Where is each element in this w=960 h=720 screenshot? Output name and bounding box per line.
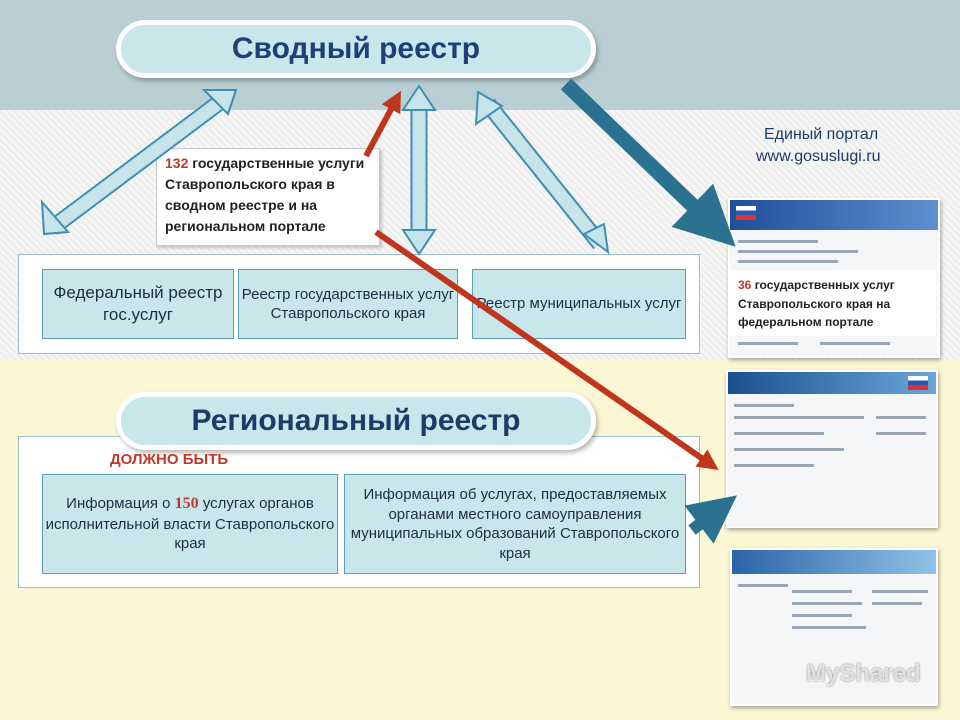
screenshot-header: [728, 372, 936, 394]
portal-url[interactable]: www.gosuslugi.ru: [756, 148, 881, 165]
consolidated-registry-title: Сводный реестр: [116, 20, 596, 78]
arrow-info-to-regional-portal: [684, 495, 738, 544]
services-count: 132: [165, 155, 189, 171]
federal-portal-callout: 36 государственных услуг Ставропольского…: [730, 270, 936, 336]
double-arrow-right: [474, 90, 610, 255]
screenshot-line: [738, 240, 818, 243]
arrow-to-consolidated-registry: [363, 90, 401, 158]
regional-registry-title: Региональный реестр: [116, 392, 596, 450]
screenshot-line: [872, 590, 928, 593]
federal-services-count: 36: [738, 278, 752, 292]
screenshot-line: [734, 404, 794, 407]
screenshot-line: [738, 584, 788, 587]
screenshot-line: [872, 602, 922, 605]
info-prefix: Информация о: [66, 495, 175, 513]
portal-title: Единый портал: [764, 126, 879, 143]
federal-registry-box: Федеральный реестр гос.услуг: [42, 269, 234, 339]
screenshot-line: [820, 342, 890, 345]
screenshot-line: [738, 250, 858, 253]
screenshot-header: [732, 550, 936, 574]
executive-services-info-text: Информация о 150 услугах органов исполни…: [43, 494, 337, 554]
regional-portal-screenshot: [726, 370, 938, 528]
arrow-to-regional-portal: [374, 229, 719, 470]
screenshot-line: [738, 342, 798, 345]
regional-portal-screenshot-2: [730, 548, 938, 706]
screenshot-line: [734, 448, 844, 451]
screenshot-line: [738, 260, 838, 263]
federal-callout-text: государственных услуг Ставропольского кр…: [738, 278, 895, 330]
flag-icon: [908, 376, 928, 390]
screenshot-line: [792, 590, 852, 593]
screenshot-line: [792, 602, 862, 605]
flag-icon: [736, 206, 756, 220]
screenshot-line: [876, 416, 926, 419]
must-be-label: ДОЛЖНО БЫТЬ: [110, 451, 229, 468]
state-registry-box: Реестр государственных услуг Ставропольс…: [238, 269, 458, 339]
screenshot-line: [876, 432, 926, 435]
double-arrow-center: [401, 84, 437, 256]
screenshot-line: [734, 464, 814, 467]
screenshot-line: [792, 614, 852, 617]
services-note-text: государственные услуги Ставропольского к…: [165, 155, 365, 234]
screenshot-line: [792, 626, 866, 629]
screenshot-line: [734, 432, 824, 435]
services-150-count: 150: [174, 495, 199, 513]
executive-services-info-box: Информация о 150 услугах органов исполни…: [42, 474, 338, 574]
municipal-registry-box: Реестр муниципальных услуг: [472, 269, 686, 339]
watermark: MyShared: [806, 660, 921, 687]
municipal-services-info-box: Информация об услугах, предоставляемых о…: [344, 474, 686, 574]
info-suffix: услугах органов исполнительной власти Ст…: [45, 495, 335, 553]
screenshot-header: [730, 200, 938, 230]
screenshot-line: [734, 416, 864, 419]
services-note: 132 государственные услуги Ставропольско…: [156, 148, 380, 246]
double-arrow-left: [40, 89, 238, 236]
arrow-to-federal-portal: [560, 78, 736, 247]
